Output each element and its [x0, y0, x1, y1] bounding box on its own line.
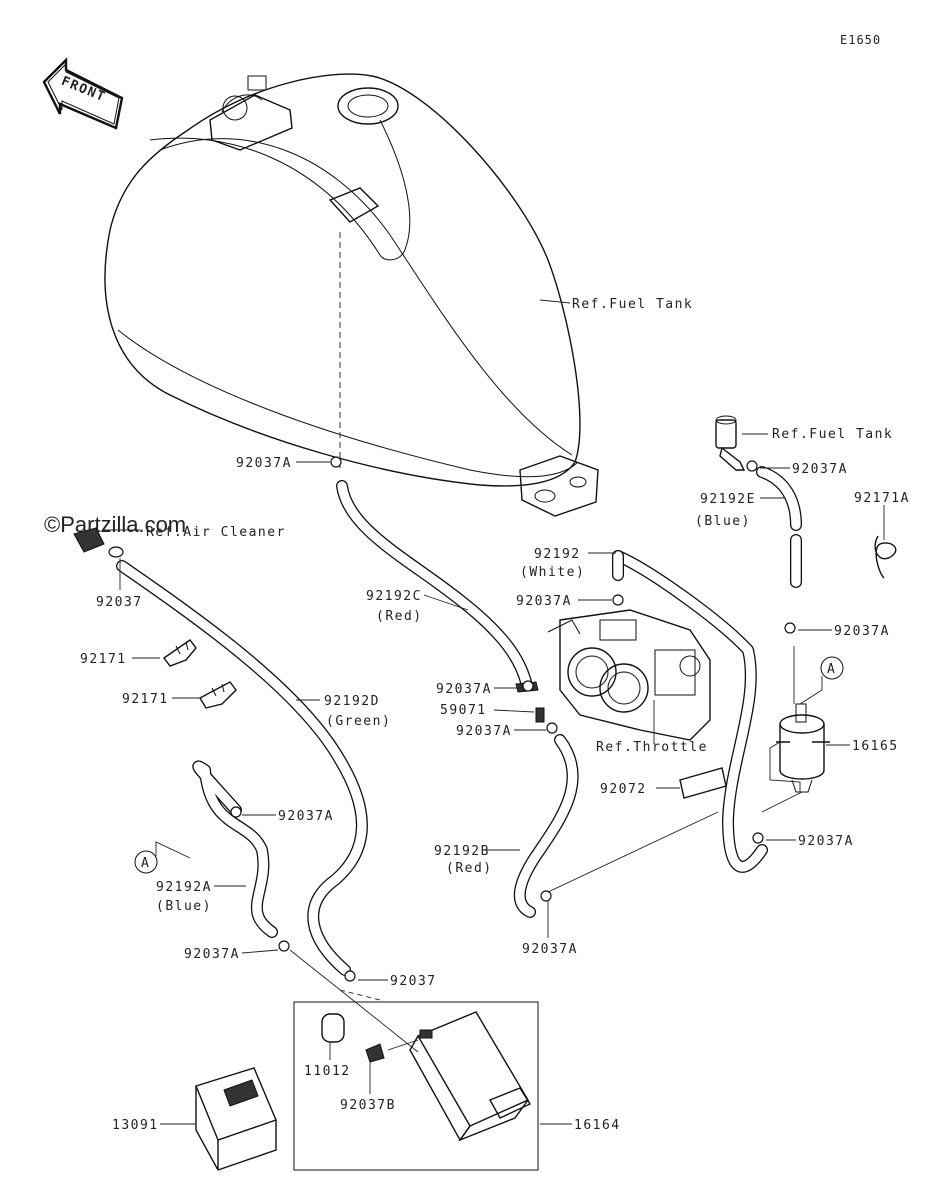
label-92037A-left: 92037A: [278, 809, 334, 824]
label-59071: 59071: [440, 703, 487, 718]
label-ref-throttle: Ref.Throttle: [596, 740, 708, 755]
label-92037-top: 92037: [96, 595, 143, 610]
canister-16165: [769, 646, 830, 793]
air-cleaner-fitting: [73, 527, 124, 558]
front-arrow-icon: FRONT: [42, 57, 124, 130]
hose-92192C: [336, 480, 532, 688]
svg-text:A: A: [827, 662, 836, 677]
label-92192A-note: (Blue): [156, 899, 212, 914]
label-ref-fuel-tank-main: Ref.Fuel Tank: [572, 297, 693, 312]
clamps: [230, 456, 796, 982]
label-92037A-right-mid: 92037A: [834, 624, 890, 639]
label-92192D-note: (Green): [326, 714, 391, 729]
clip-92171-b: [199, 681, 237, 709]
label-92037A-right-top: 92037A: [792, 462, 848, 477]
label-92037A-bottom-mid: 92037A: [522, 942, 578, 957]
connection-lines: [289, 791, 803, 1053]
label-92037A-mid2: 92037A: [456, 724, 512, 739]
cap-11012: [321, 1013, 345, 1043]
label-92171-b: 92171: [122, 692, 169, 707]
label-13091: 13091: [112, 1118, 159, 1133]
label-92072: 92072: [600, 782, 647, 797]
bracket-13091: [195, 1067, 277, 1171]
label-92192: 92192: [534, 547, 581, 562]
label-92192C: 92192C: [366, 589, 422, 604]
label-92171A: 92171A: [854, 491, 910, 506]
label-16164: 16164: [574, 1118, 621, 1133]
label-92037A-throttle-top: 92037A: [516, 594, 572, 609]
throttle-body: [515, 609, 711, 741]
hose-92192B: [513, 734, 579, 918]
svg-text:A: A: [141, 856, 150, 871]
label-92192E: 92192E: [700, 492, 756, 507]
watermark: ©Partzilla.com: [44, 512, 186, 537]
hose-92192: [612, 550, 768, 873]
label-92037A-tank: 92037A: [236, 456, 292, 471]
diagram-code: E1650: [840, 33, 881, 47]
label-11012: 11012: [304, 1064, 351, 1079]
label-92192C-note: (Red): [376, 609, 423, 624]
label-92192A: 92192A: [156, 880, 212, 895]
hose-92192A: [192, 760, 278, 938]
label-92192B: 92192B: [434, 844, 490, 859]
canister-16164: [409, 1011, 532, 1142]
strap-92072: [679, 767, 727, 799]
label-92037A-right-low: 92037A: [798, 834, 854, 849]
label-92192-note: (White): [520, 565, 585, 580]
label-ref-air-cleaner: Ref.Air Cleaner: [146, 525, 286, 540]
label-92037B: 92037B: [340, 1098, 396, 1113]
hose-92192D: [116, 560, 368, 976]
ref-a-right: A: [799, 656, 844, 705]
label-16165: 16165: [852, 739, 899, 754]
label-92037-bottom: 92037: [390, 974, 437, 989]
label-92037A-lower-left: 92037A: [184, 947, 240, 962]
clip-92171A: [874, 535, 897, 579]
canister-16164-frame: [293, 1001, 539, 1171]
label-92171-a: 92171: [80, 652, 127, 667]
label-92192B-note: (Red): [446, 861, 493, 876]
label-92192D: 92192D: [324, 694, 380, 709]
label-92037A-mid1: 92037A: [436, 682, 492, 697]
clip-92171-a: [163, 639, 197, 667]
callout-labels: Ref.Fuel Tank 92037A Ref.Fuel Tank 92037…: [80, 297, 910, 1133]
label-ref-fuel-tank-small: Ref.Fuel Tank: [772, 427, 893, 442]
ref-a-left: A: [134, 841, 191, 874]
fuel-tank-fitting: [715, 415, 746, 471]
fuel-tank: [104, 73, 599, 517]
leader-lines: [104, 299, 885, 1125]
clamp-92037B: [365, 1043, 385, 1063]
label-92192E-note: (Blue): [695, 514, 751, 529]
hose-92192E: [756, 466, 802, 588]
